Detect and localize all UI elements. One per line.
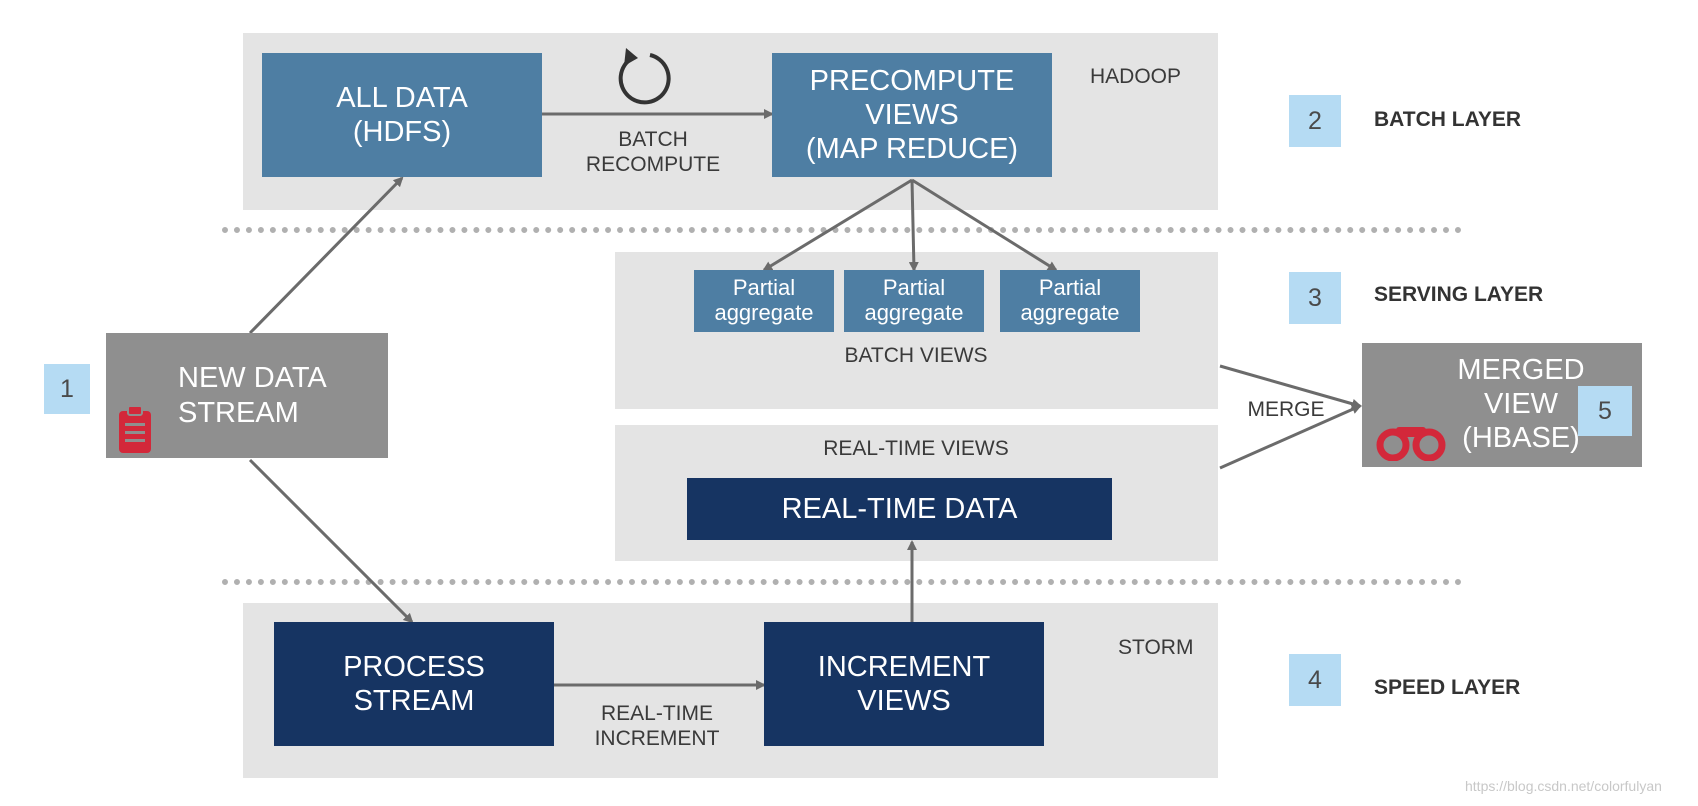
serving-speed-separator	[222, 579, 1462, 585]
binoculars-icon	[1376, 387, 1446, 462]
new-data-stream-label: NEW DATA STREAM	[178, 362, 327, 429]
number-badge-4: 4	[1289, 654, 1341, 706]
clipboard-icon	[116, 371, 154, 453]
batch-recompute-label: BATCH RECOMPUTE	[585, 128, 721, 176]
watermark-text: https://blog.csdn.net/colorfulyan	[1465, 778, 1662, 794]
number-badge-1: 1	[44, 364, 90, 414]
partial-aggregate-3: Partial aggregate	[1000, 270, 1140, 332]
arrow-realtime-to-merged	[1219, 404, 1362, 470]
arrow-stream-to-process	[248, 458, 414, 624]
arrow-stream-to-hdfs	[248, 176, 404, 335]
serving-layer-title: SERVING LAYER	[1374, 283, 1544, 306]
refresh-icon	[612, 46, 676, 110]
hadoop-tag: HADOOP	[1090, 65, 1182, 88]
partial-aggregate-1: Partial aggregate	[694, 270, 834, 332]
storm-tag: STORM	[1118, 636, 1194, 659]
number-badge-5: 5	[1578, 386, 1632, 436]
all-data-box: ALL DATA (HDFS)	[262, 53, 542, 177]
number-badge-2: 2	[1289, 95, 1341, 147]
increment-views-box: INCREMENT VIEWS	[764, 622, 1044, 746]
number-badge-3: 3	[1289, 272, 1341, 324]
batch-serving-separator	[222, 227, 1462, 233]
merge-label: MERGE	[1247, 398, 1325, 421]
precompute-views-box: PRECOMPUTE VIEWS (MAP REDUCE)	[772, 53, 1052, 177]
arrow-batch-to-merged	[1219, 364, 1362, 409]
realtime-increment-label: REAL-TIME INCREMENT	[594, 702, 720, 750]
arrow-precompute-to-partial-1	[762, 178, 913, 272]
speed-layer-title: SPEED LAYER	[1374, 676, 1521, 699]
merged-view-label: MERGED VIEW (HBASE)	[1457, 354, 1585, 455]
realtime-views-label: REAL-TIME VIEWS	[823, 437, 1009, 460]
partial-aggregate-2: Partial aggregate	[844, 270, 984, 332]
batch-layer-title: BATCH LAYER	[1374, 108, 1522, 131]
arrow-precompute-to-partial-3	[911, 178, 1058, 272]
arrow-precompute-to-partial-2	[908, 179, 919, 272]
batch-views-label: BATCH VIEWS	[844, 344, 988, 367]
process-stream-box: PROCESS STREAM	[274, 622, 554, 746]
realtime-data-box: REAL-TIME DATA	[687, 478, 1112, 540]
new-data-stream-box: NEW DATA STREAM	[106, 333, 388, 458]
